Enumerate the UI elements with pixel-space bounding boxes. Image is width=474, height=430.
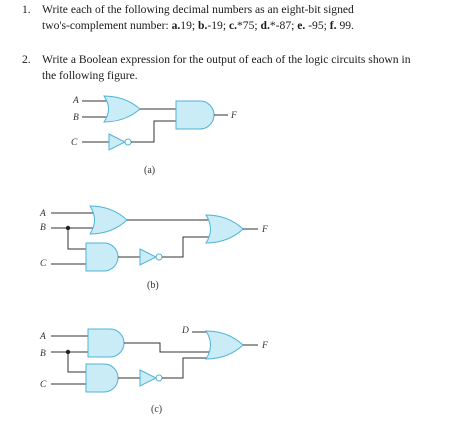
output-label: F [230, 111, 237, 121]
item-value-b: -19; [207, 18, 229, 32]
input-label-a: A [39, 332, 46, 342]
question-prefix: two's-complement number: [42, 18, 172, 32]
item-label-a: a. [171, 18, 181, 32]
input-label-b: B [73, 113, 79, 123]
junction-dot [65, 225, 71, 231]
or-gate [205, 214, 244, 244]
caption-c: (c) [151, 404, 162, 415]
internal-wires [131, 108, 176, 143]
item-value-f: 99. [336, 18, 354, 32]
question-text: Write each of the following decimal numb… [42, 2, 462, 33]
input-wires [82, 100, 109, 143]
not-gate [139, 248, 158, 266]
input-label-b: B [40, 223, 46, 233]
input-wires [51, 212, 94, 265]
not-bubble [155, 374, 163, 382]
question-number: 1. [22, 3, 31, 16]
input-label-a: A [72, 96, 79, 106]
question-line: two's-complement number: a.19; b.-19; c.… [42, 18, 462, 34]
not-gate [139, 369, 158, 387]
circuit-b: A B C F (b) [39, 205, 268, 291]
input-label-c: C [40, 380, 47, 390]
or-gate [205, 330, 244, 360]
question-line: Write each of the following decimal numb… [42, 3, 354, 16]
caption-a: (a) [144, 165, 155, 176]
output-label: F [261, 225, 268, 235]
circuit-a: A B C F (a) [71, 95, 237, 176]
input-label-c: C [71, 138, 78, 148]
output-label: F [261, 341, 268, 351]
input-label-b: B [40, 349, 46, 359]
not-gate [108, 133, 127, 151]
item-label-e: e. [297, 18, 306, 32]
question-text: Write a Boolean expression for the outpu… [42, 52, 462, 83]
input-wires [51, 335, 88, 385]
circuit-c: A B C D F (c) [39, 326, 268, 415]
item-value-d: *-87; [269, 18, 298, 32]
and-gate [85, 242, 119, 272]
input-label-a: A [39, 209, 46, 219]
caption-b: (b) [147, 280, 159, 291]
input-label-c: C [40, 259, 47, 269]
and-gate [87, 328, 125, 358]
not-bubble [124, 138, 132, 146]
item-label-d: d. [260, 18, 270, 32]
question-line: the following figure. [42, 68, 138, 82]
junction-dot [65, 349, 71, 355]
internal-wires [127, 219, 210, 258]
or-gate [103, 95, 141, 123]
internal-wires [124, 331, 210, 379]
or-gate [85, 363, 119, 393]
or-gate [89, 205, 128, 235]
internal-label-d: D [181, 326, 189, 336]
item-value-e: -95; [305, 18, 330, 32]
not-bubble [155, 253, 163, 261]
and-gate [175, 100, 215, 130]
question-line: Write a Boolean expression for the outpu… [42, 53, 411, 66]
item-value-c: *75; [237, 18, 261, 32]
question-number: 2. [22, 53, 31, 66]
item-label-c: c. [228, 18, 237, 32]
item-label-f: f. [329, 18, 337, 32]
item-value-a: 19; [180, 18, 199, 32]
item-label-b: b. [198, 18, 208, 32]
